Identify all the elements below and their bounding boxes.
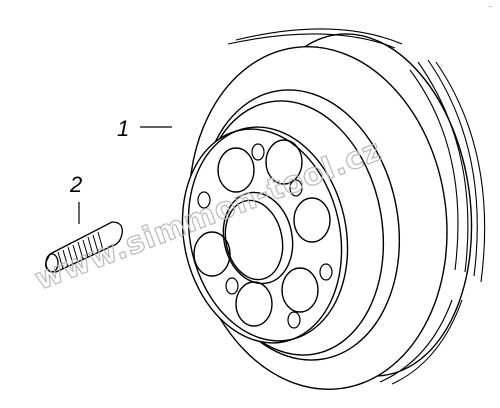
bolt-hole	[251, 143, 265, 161]
hub-flange-edge	[187, 126, 349, 342]
hub-bolt-holes	[197, 143, 333, 329]
hub-hole	[293, 197, 331, 243]
center-bore-outer	[222, 191, 294, 285]
bolt-hole	[225, 277, 239, 295]
bolt-hole	[289, 179, 303, 197]
hub-hole	[281, 267, 319, 313]
pulley	[181, 28, 486, 390]
leader-lines	[78, 126, 172, 224]
stud	[45, 221, 123, 273]
pulley-grooves	[227, 28, 486, 385]
bolt-hole	[319, 263, 333, 281]
corner-mark: –	[488, 2, 493, 12]
callout-1: 1	[117, 116, 129, 141]
hub-hole	[217, 147, 255, 193]
center-bore-inner	[224, 199, 284, 281]
callout-2: 2	[69, 172, 82, 197]
bolt-hole	[287, 311, 301, 329]
hub-hole	[193, 231, 231, 277]
stud-thread	[57, 231, 104, 270]
stud-end	[45, 253, 59, 273]
bolt-hole	[197, 191, 211, 209]
hub-large-holes	[193, 139, 331, 327]
hub-hole	[265, 139, 303, 185]
